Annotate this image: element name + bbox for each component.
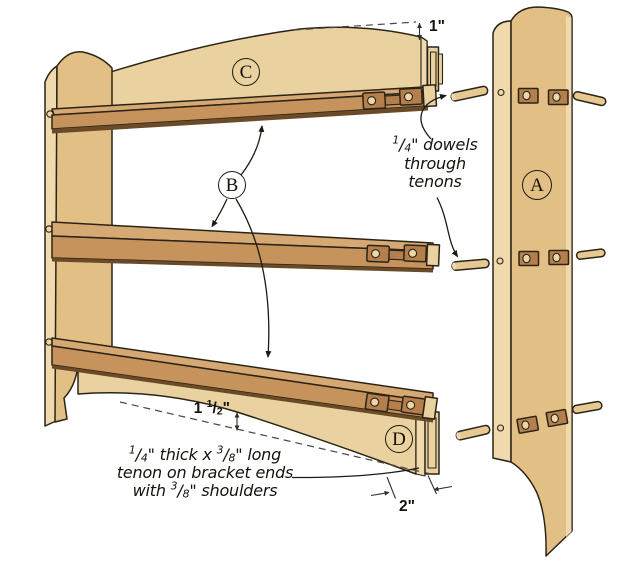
dowel-middle-right (575, 248, 606, 260)
edge-dowel-hole-middle (496, 257, 504, 265)
dowel-top-right (572, 91, 607, 107)
part-label-d: D (385, 425, 413, 453)
note-dowels-line3: tenons (408, 172, 462, 191)
mortise-row-top (517, 87, 569, 106)
note-tenon-line2: tenon on bracket ends (116, 463, 294, 482)
dowel-top-left (450, 85, 489, 102)
shelf-bottom (51, 337, 439, 423)
dowel-end-middle (45, 225, 53, 233)
part-label-a: A (522, 170, 552, 200)
part-label-d-text: D (392, 428, 406, 450)
note-dowels-line1: 1/4" dowels (392, 133, 478, 155)
dowels (450, 85, 607, 441)
arch-chord-dashed-line (119, 401, 432, 475)
bracket-width-tick-right (427, 475, 437, 495)
dowel-middle-left (451, 258, 490, 271)
label-b-arrow-middle (211, 198, 228, 228)
note-tenon-line3: with 3/8" shoulders (132, 479, 278, 501)
edge-dowel-hole-top (497, 88, 505, 97)
note-tenon: 1/4" thick x 3/8" long tenon on bracket … (98, 443, 312, 501)
side-panel-right (492, 6, 573, 557)
dim-bracket-width: 2" (399, 498, 415, 515)
tenon-note-leader (291, 467, 420, 479)
edge-dowel-hole-bottom (496, 424, 505, 432)
leader-arrows (211, 94, 459, 479)
dowel-note-arrow-top (420, 94, 447, 140)
dowel-bottom-left (455, 424, 491, 441)
dowel-note-arrow-middle (436, 197, 459, 258)
mortise-row-middle (518, 249, 570, 267)
shelf-top-tenons (362, 84, 438, 110)
part-label-c: C (232, 58, 260, 86)
shelf-top (51, 84, 438, 134)
mortise-row-bottom (516, 408, 569, 434)
part-label-a-text: A (530, 174, 544, 196)
shelf-middle (51, 221, 441, 273)
label-b-arrow-bottom (235, 198, 272, 358)
right-panel-front-edge (492, 20, 512, 463)
right-panel-back-edge (566, 16, 572, 537)
shelf-middle-tenons (366, 243, 441, 267)
bracket-width-tick-left (386, 476, 397, 499)
dim-arch-rise: 1 1/2" (193, 397, 230, 418)
dowel-bottom-right (571, 400, 603, 415)
top-rail (103, 26, 444, 109)
label-b-arrow-top (240, 125, 265, 176)
top-offset-dashed-line (293, 21, 417, 31)
note-dowels: 1/4" dowels through tenons (371, 133, 499, 192)
part-label-b-text: B (225, 174, 239, 196)
note-tenon-line1: 1/4" thick x 3/8" long (128, 443, 282, 465)
part-label-b: B (218, 171, 246, 199)
dimension-graphics (119, 21, 453, 499)
dowel-end-bottom (45, 338, 53, 346)
shelf-bottom-tenons (364, 392, 439, 420)
note-dowels-line2: through (404, 153, 466, 173)
part-label-c-text: C (239, 61, 253, 83)
dim-top-offset: 1" (429, 18, 445, 35)
